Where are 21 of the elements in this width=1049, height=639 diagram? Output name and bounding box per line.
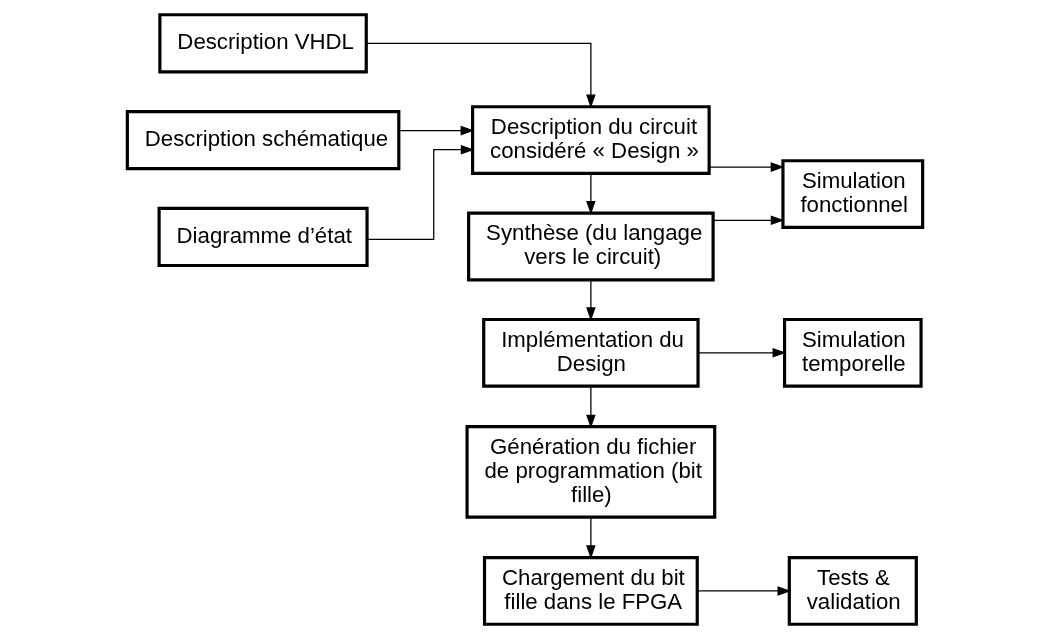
arrow (708, 162, 784, 172)
node-box: Description VHDL (157, 13, 368, 74)
arrow (585, 173, 596, 215)
node-box: Diagramme d’état (157, 206, 369, 268)
node-box: Implémentation du Design (481, 317, 700, 388)
arrow (366, 144, 474, 240)
node-box: Chargement du bit fille dans le FPGA (482, 556, 699, 626)
node-box: Simulation fonctionnel (780, 159, 924, 229)
arrow (696, 586, 791, 596)
arrow (712, 215, 784, 226)
node-box: Tests & validation (787, 556, 918, 626)
node-box: Description du circuit considéré « Design » (470, 105, 711, 176)
node-box: Synthèse (du langage vers le circuit) (466, 211, 715, 282)
arrow (585, 279, 596, 321)
node-box: Simulation temporelle (782, 317, 923, 388)
arrow (585, 516, 596, 559)
node-box: Description schématique (125, 109, 400, 171)
arrow (697, 348, 786, 358)
node-box: Génération du fichier de programmation (bit fille) (464, 425, 716, 519)
arrow (365, 42, 596, 109)
arrow (398, 125, 474, 136)
